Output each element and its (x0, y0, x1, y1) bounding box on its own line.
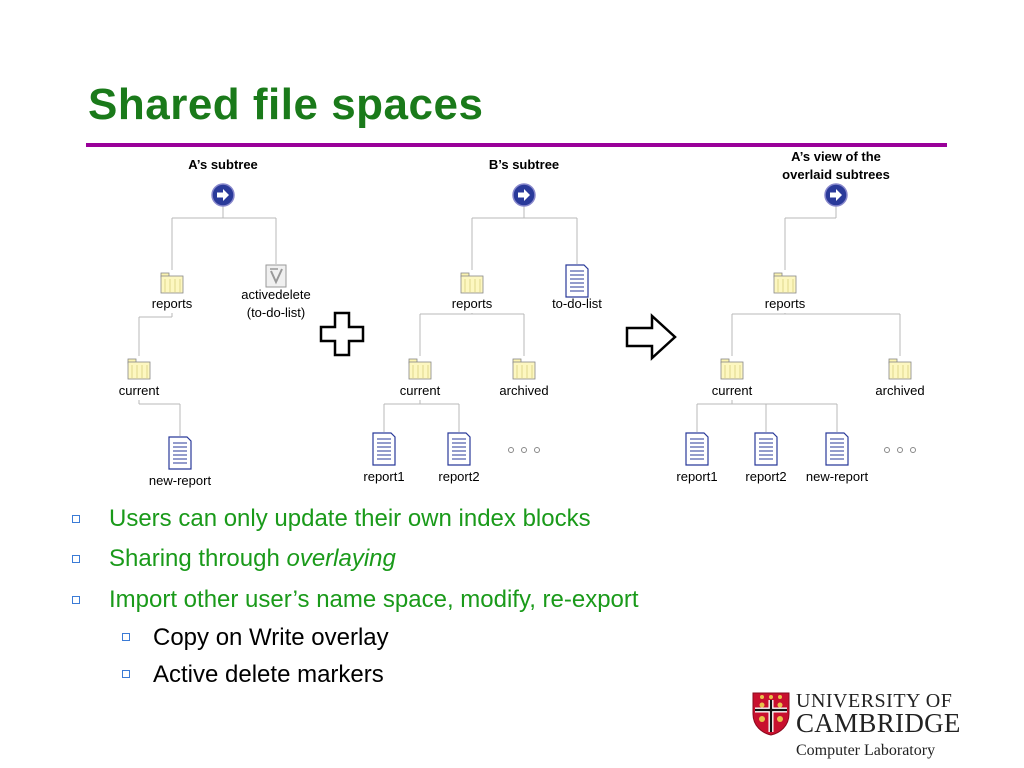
bullet-item: Users can only update their own index bl… (109, 505, 591, 533)
bullet-text: Users can only update their own index bl… (109, 505, 591, 532)
logo-computer-laboratory: Computer Laboratory (796, 742, 936, 759)
university-logo: UNIVERSITY OF CAMBRIDGE Computer Laborat… (752, 690, 960, 762)
bullet-text: Sharing through (109, 545, 287, 572)
tree-b-reports-folder-icon (460, 272, 484, 294)
tree-a-new-report-document-icon (168, 436, 192, 470)
tree-c-new-report-document-icon (825, 432, 849, 466)
bullet-text: Active delete markers (153, 661, 384, 688)
tree-c-report1-document-icon (685, 432, 709, 466)
tree-c-root-icon (824, 183, 848, 207)
tree-c-report2-document-icon (754, 432, 778, 466)
tree-a-heading: A’s subtree (188, 157, 258, 172)
tree-b-reports-label: reports (452, 296, 493, 311)
tree-c-current-folder-icon (720, 358, 744, 380)
tree-b-current-folder-icon (408, 358, 432, 380)
tree-c-heading: A’s view of the (791, 149, 881, 164)
tree-a-activedelete-sublabel: (to-do-list) (247, 305, 306, 320)
tree-c-current-label: current (712, 383, 753, 398)
tree-c-reports-label: reports (765, 296, 806, 311)
sub-bullet-item: Active delete markers (153, 661, 384, 689)
slide-title: Shared file spaces (88, 80, 484, 129)
cambridge-crest-icon (752, 692, 790, 736)
plus-icon (319, 311, 365, 357)
tree-a-current-folder-icon (127, 358, 151, 380)
tree-b-report2-label: report2 (438, 469, 479, 484)
bullet-emphasis: overlaying (286, 545, 396, 572)
tree-a-root-icon (211, 183, 235, 207)
tree-c-archived-folder-icon (888, 358, 912, 380)
tree-b-archived-folder-icon (512, 358, 536, 380)
bullet-marker-icon (72, 596, 80, 604)
logo-university-of: UNIVERSITY OF (796, 690, 953, 712)
overlay-diagram: A’s subtree reports activedelete (to-do-… (119, 149, 925, 488)
bullet-marker-icon (72, 555, 80, 563)
tree-a-activedelete-label: activedelete (241, 287, 310, 302)
bullet-marker-icon (72, 515, 80, 523)
tree-c-ellipsis-icon (884, 447, 916, 453)
tree-c-archived-label: archived (875, 383, 924, 398)
tree-b-todo-label: to-do-list (552, 296, 602, 311)
title-divider (86, 143, 947, 147)
sub-bullet-item: Copy on Write overlay (153, 624, 389, 652)
tree-a-reports-folder-icon (160, 272, 184, 294)
sub-bullet-marker-icon (122, 670, 130, 678)
tree-b-ellipsis-icon (508, 447, 540, 453)
active-delete-marker-icon (265, 264, 287, 288)
logo-cambridge: CAMBRIDGE (796, 708, 961, 738)
tree-a-reports-label: reports (152, 296, 193, 311)
tree-b-todo-document-icon (565, 264, 589, 298)
tree-edges (138, 206, 901, 436)
tree-b-report2-document-icon (447, 432, 471, 466)
right-arrow-icon (625, 313, 677, 361)
bullet-text: Copy on Write overlay (153, 624, 389, 651)
tree-c-reports-folder-icon (773, 272, 797, 294)
tree-b-current-label: current (400, 383, 441, 398)
tree-b-root-icon (512, 183, 536, 207)
tree-c-report1-label: report1 (676, 469, 717, 484)
tree-a-current-label: current (119, 383, 160, 398)
tree-a-new-report-label: new-report (149, 473, 212, 488)
bullet-text: Import other user’s name space, modify, … (109, 586, 639, 613)
tree-c-new-report-label: new-report (806, 469, 869, 484)
bullet-item: Sharing through overlaying (109, 545, 396, 573)
tree-b-report1-document-icon (372, 432, 396, 466)
tree-b-report1-label: report1 (363, 469, 404, 484)
bullet-item: Import other user’s name space, modify, … (109, 586, 639, 614)
tree-c-report2-label: report2 (745, 469, 786, 484)
sub-bullet-marker-icon (122, 633, 130, 641)
tree-b-heading: B’s subtree (489, 157, 559, 172)
tree-b-archived-label: archived (499, 383, 548, 398)
tree-c-heading-line2: overlaid subtrees (782, 167, 890, 182)
